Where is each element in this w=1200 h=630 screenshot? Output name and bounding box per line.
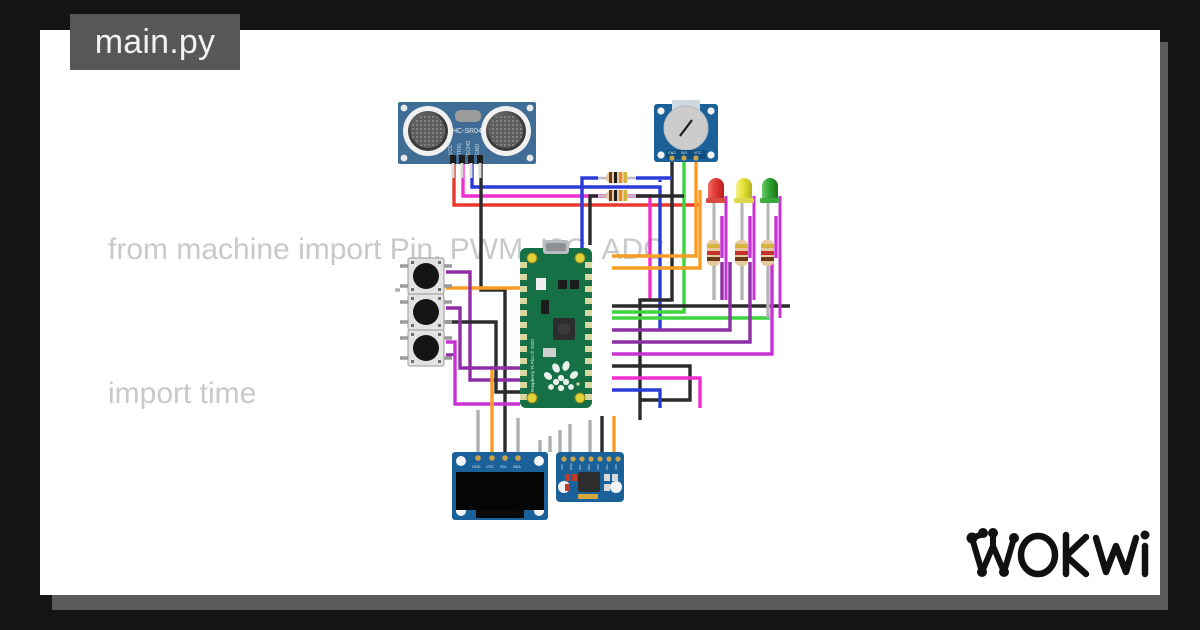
file-tab-main-py[interactable]: main.py — [70, 14, 240, 70]
wokwi-logo — [962, 524, 1152, 591]
code-line: from machine import Pin, PWM, I2C, ADC — [108, 233, 665, 266]
file-tab-label: main.py — [94, 23, 216, 61]
wokwi-logo-icon — [966, 528, 1150, 578]
editor-panel: from machine import Pin, PWM, I2C, ADC i… — [40, 30, 1160, 595]
code-line: import time — [108, 377, 257, 410]
